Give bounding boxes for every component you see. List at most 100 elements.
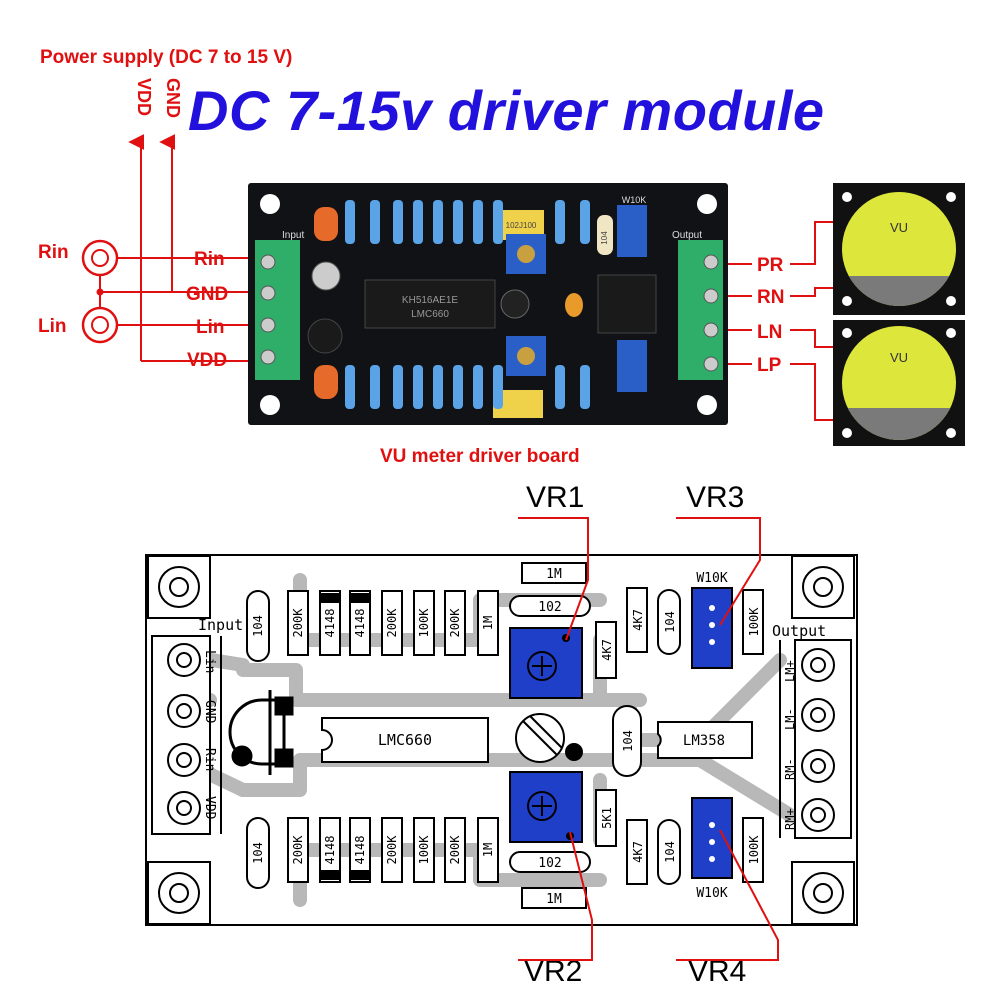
- sch-input-label: Input: [198, 616, 243, 634]
- resistor: [477, 817, 499, 883]
- photo-resistor-bottom: [580, 365, 590, 409]
- component-label: 200K: [385, 835, 399, 865]
- photo-resistor-top: [453, 200, 463, 244]
- photo-pot-vr4: [617, 340, 647, 392]
- svg-text:4K7: 4K7: [600, 639, 614, 661]
- svg-text:5K1: 5K1: [600, 807, 614, 829]
- resistor: [413, 590, 435, 656]
- board-caption: VU meter driver board: [380, 446, 580, 467]
- resistor: [381, 590, 403, 656]
- resistor: [287, 817, 309, 883]
- photo-resistor-bottom: [370, 365, 380, 409]
- sch-term-lm-minus: LM-: [783, 708, 797, 730]
- board-gnd-label: GND: [186, 284, 229, 305]
- cap-102-bottom: [509, 851, 591, 873]
- photo-resistor-top: [580, 200, 590, 244]
- power-wiring: [99, 134, 255, 362]
- cap-104: [246, 590, 270, 662]
- photo-pot-vr3: [617, 205, 647, 257]
- diode-band: [320, 593, 340, 603]
- output-lp-label: LP: [757, 355, 782, 376]
- resistor-100k-bottom: [742, 817, 764, 883]
- photo-resistor-top: [345, 200, 355, 244]
- component-label: 100K: [417, 835, 431, 865]
- svg-text:100K: 100K: [747, 835, 761, 865]
- resistor: [444, 817, 466, 883]
- resistor: [413, 817, 435, 883]
- gnd-vertical-label: GND: [163, 78, 183, 118]
- component-label: 4148: [323, 836, 337, 865]
- photo-transistor: [307, 318, 343, 354]
- component-label: 200K: [291, 608, 305, 638]
- svg-text:4K7: 4K7: [631, 609, 645, 631]
- sch-term-rm-plus: RM+: [783, 808, 797, 830]
- vu-meter-top: [833, 183, 965, 315]
- sch-term-rm-minus: RM-: [783, 758, 797, 780]
- pot-vr4: [691, 797, 733, 879]
- component-label: 1M: [481, 843, 495, 857]
- svg-text:104: 104: [663, 841, 677, 863]
- resistor-5k1: [595, 789, 617, 847]
- photo-resistor-top: [370, 200, 380, 244]
- output-wiring: [712, 221, 840, 421]
- sch-term-vdd: VDD: [202, 796, 217, 820]
- resistor-4k7-mid: [595, 621, 617, 679]
- chip-lm358-outline: [657, 721, 753, 759]
- resistor-4k7-top: [626, 587, 648, 653]
- photo-chip-lm358: [597, 274, 657, 334]
- resistor: [444, 590, 466, 656]
- board-photo: Input Output KH516AE1E LMC660 102J100: [248, 183, 728, 425]
- svg-text:W10K: W10K: [622, 195, 647, 205]
- svg-text:102: 102: [538, 856, 561, 871]
- photo-resistor-bottom: [473, 365, 483, 409]
- photo-resistor-bottom: [555, 365, 565, 409]
- left-lin-label: Lin: [38, 316, 67, 337]
- photo-cap-104: [597, 215, 613, 255]
- gnd-junction-dot: [96, 288, 104, 296]
- cap-104: [246, 817, 270, 889]
- component-label: 1M: [481, 616, 495, 630]
- component-label: 104: [251, 842, 265, 864]
- pot-vr2: [509, 771, 583, 843]
- component-label: 104: [251, 615, 265, 637]
- resistor-4k7-bottom: [626, 819, 648, 885]
- pot-vr3: [691, 587, 733, 669]
- output-pr-label: PR: [757, 255, 784, 276]
- input-terminals: [167, 643, 201, 825]
- lin-jack-icon: [81, 306, 119, 344]
- component-label: 200K: [291, 835, 305, 865]
- resistor: [381, 817, 403, 883]
- sch-term-rin: Rin: [202, 748, 217, 771]
- photo-resistor-top: [433, 200, 443, 244]
- diode-4148: [349, 590, 371, 656]
- photo-orange-cap-bottom: [314, 365, 338, 399]
- photo-resistor-rows: [345, 200, 590, 409]
- photo-input-label: Input: [282, 230, 304, 241]
- component-label: 200K: [448, 608, 462, 638]
- svg-text:102J100: 102J100: [506, 221, 537, 230]
- sch-term-lm-plus: LM+: [783, 660, 797, 682]
- diode-4148: [319, 817, 341, 883]
- left-rin-label: Rin: [38, 242, 69, 263]
- page-title: DC 7-15v driver module: [188, 79, 825, 142]
- photo-resistor-bottom: [393, 365, 403, 409]
- cap-104-mid: [612, 705, 642, 777]
- callout-vr1: VR1: [526, 481, 585, 514]
- sch-term-gnd: GND: [202, 700, 217, 724]
- svg-text:1M: 1M: [546, 567, 562, 582]
- photo-electrolytic-cap: [311, 261, 341, 291]
- vu-label-bottom: VU: [890, 350, 908, 365]
- component-label: 4148: [323, 609, 337, 638]
- svg-text:104: 104: [663, 611, 677, 633]
- diode-band: [350, 870, 370, 880]
- photo-chip-lmc660: [364, 279, 496, 329]
- photo-resistor-top: [493, 200, 503, 244]
- chip-lmc660-label: LMC660: [378, 731, 432, 749]
- board-rin-label: Rin: [194, 249, 225, 270]
- svg-text:102: 102: [538, 600, 561, 615]
- resistor: [477, 590, 499, 656]
- component-label: 200K: [448, 835, 462, 865]
- chip-lmc660-outline: [321, 717, 489, 763]
